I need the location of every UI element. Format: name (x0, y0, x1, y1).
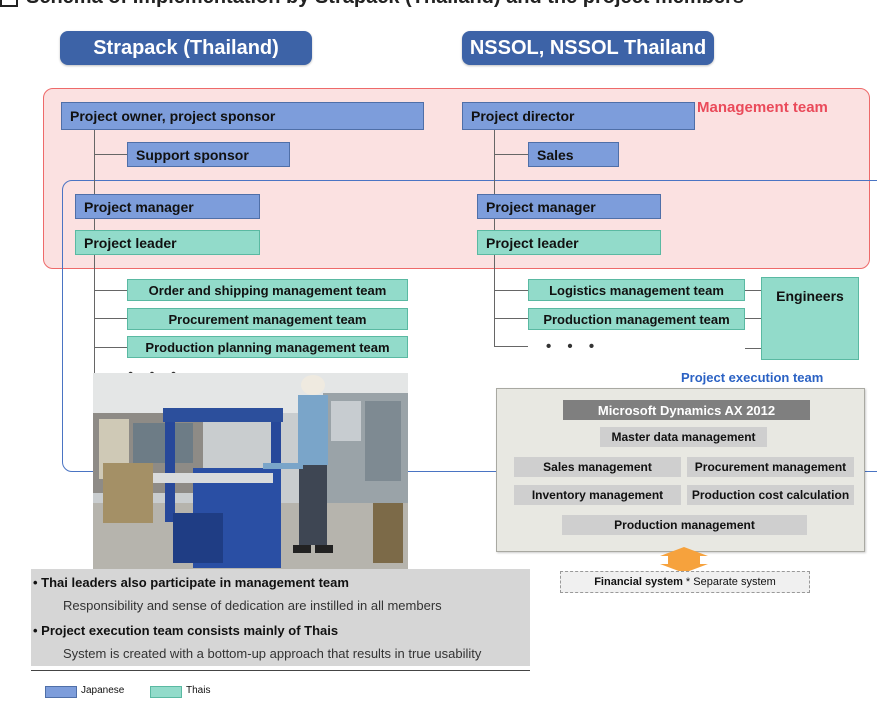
module-production-cost: Production cost calculation (687, 485, 854, 505)
bottom-rule (31, 670, 530, 671)
right-org-header: NSSOL, NSSOL Thailand (462, 31, 714, 65)
right-connector-team-2 (494, 318, 528, 319)
engineers-connector-1 (745, 290, 761, 291)
left-connector-team-3 (94, 347, 128, 348)
legend-thais-swatch (150, 686, 182, 698)
right-sales: Sales (528, 142, 619, 167)
left-connector-team-2 (94, 318, 128, 319)
top-heading: Schema of Implementation by Strapack (Th… (26, 0, 744, 8)
left-project-manager: Project manager (75, 194, 260, 219)
note-2-heading: • Project execution team consists mainly… (33, 623, 339, 638)
right-connector-ellipsis (494, 346, 528, 347)
right-more-teams-ellipsis: • • • (546, 338, 601, 355)
left-connector-support (94, 154, 128, 155)
note-1-body: Responsibility and sense of dedication a… (63, 598, 442, 613)
execution-team-label: Project execution team (681, 370, 824, 385)
legend-japanese-swatch (45, 686, 77, 698)
right-project-director: Project director (462, 102, 695, 130)
right-connector-team-1 (494, 290, 528, 291)
left-team-order-shipping: Order and shipping management team (127, 279, 408, 301)
right-project-manager: Project manager (477, 194, 661, 219)
right-team-production: Production management team (528, 308, 745, 330)
legend-japanese-label: Japanese (81, 685, 125, 696)
system-title: Microsoft Dynamics AX 2012 (563, 400, 810, 420)
notes-panel (31, 569, 530, 666)
legend-thais-label: Thais (186, 685, 211, 696)
financial-system-box: Financial system * Separate system (560, 571, 810, 593)
note-2-body: System is created with a bottom-up appro… (63, 646, 482, 661)
module-inventory: Inventory management (514, 485, 681, 505)
management-team-label: Management team (697, 99, 828, 116)
right-connector-sales (494, 154, 528, 155)
engineers-connector-2 (745, 318, 761, 319)
left-project-leader: Project leader (75, 230, 260, 255)
left-connector-team-1 (94, 290, 128, 291)
heading-square-icon (0, 0, 18, 7)
module-sales: Sales management (514, 457, 681, 477)
top-heading-bar: Schema of Implementation by Strapack (Th… (0, 0, 877, 24)
double-arrow-icon (660, 547, 708, 573)
financial-system-label: Financial system (594, 576, 683, 588)
factory-photo (93, 373, 408, 569)
left-team-production-planning: Production planning management team (127, 336, 408, 358)
engineers-connector-3 (745, 348, 761, 349)
left-project-owner: Project owner, project sponsor (61, 102, 424, 130)
left-support-sponsor: Support sponsor (127, 142, 290, 167)
module-production: Production management (562, 515, 807, 535)
note-1-heading: • Thai leaders also participate in manag… (33, 575, 349, 590)
financial-system-note: * Separate system (685, 576, 776, 588)
right-team-logistics: Logistics management team (528, 279, 745, 301)
right-project-leader: Project leader (477, 230, 661, 255)
left-team-procurement: Procurement management team (127, 308, 408, 330)
execution-team-zone (62, 180, 877, 472)
module-procurement: Procurement management (687, 457, 854, 477)
engineers-box: Engineers (761, 277, 859, 360)
left-org-header: Strapack (Thailand) (60, 31, 312, 65)
factory-photo-illustration (93, 373, 408, 569)
module-master-data: Master data management (600, 427, 767, 447)
